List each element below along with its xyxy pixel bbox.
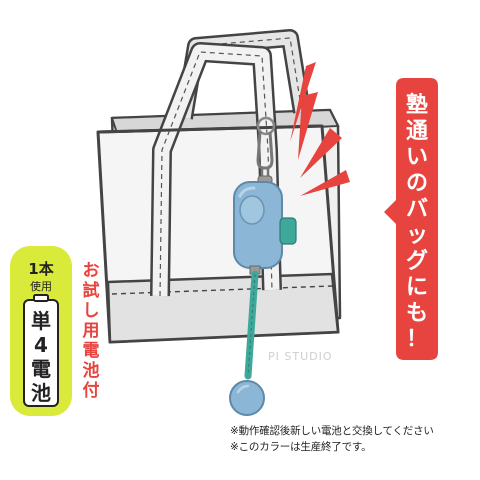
callout-ribbon [384, 78, 438, 360]
alarm-sound-lines [290, 62, 350, 196]
callout-char: ！ [406, 327, 428, 352]
callout-char: ッ [406, 223, 428, 248]
trial-battery-char: 試 [83, 280, 100, 301]
alarm-button [239, 195, 265, 225]
battery-size-char: 電 [31, 357, 51, 381]
callout-char: に [406, 275, 428, 300]
note-color-discontinued: ※このカラーは生産終了です。 [230, 441, 372, 453]
pin-tab [279, 217, 297, 245]
callout-char: の [406, 171, 428, 196]
security-alarm [229, 116, 297, 416]
split-ring [256, 116, 276, 136]
callout-char: 塾 [406, 92, 428, 118]
trial-battery-char: 付 [83, 380, 100, 401]
battery-size-char: 4 [34, 333, 48, 357]
carabiner-hook [256, 131, 274, 170]
callout-char: グ [406, 248, 428, 274]
trial-battery-char: 電 [83, 341, 100, 361]
note-battery-replace: ※動作確認後新しい電池と交換してください [230, 425, 434, 437]
tote-bag [96, 29, 342, 344]
callout-char: バ [406, 197, 428, 222]
battery-size-char: 単 [31, 309, 51, 333]
trial-battery-char: 池 [83, 360, 100, 381]
battery-size-char: 池 [31, 381, 51, 405]
trial-battery-char: し [83, 301, 100, 321]
bag-bottom [106, 272, 340, 344]
battery-badge: 1本 使用 [10, 246, 72, 416]
callout-char: 通 [406, 119, 428, 144]
battery-usage: 使用 [30, 280, 52, 293]
watermark: PI STUDIO [268, 350, 333, 363]
trial-battery-char: お [83, 261, 100, 281]
callout-char: も [406, 301, 428, 326]
trial-battery-char: 用 [83, 321, 100, 341]
callout-char: い [406, 145, 428, 170]
battery-count: 1本 [28, 260, 53, 278]
